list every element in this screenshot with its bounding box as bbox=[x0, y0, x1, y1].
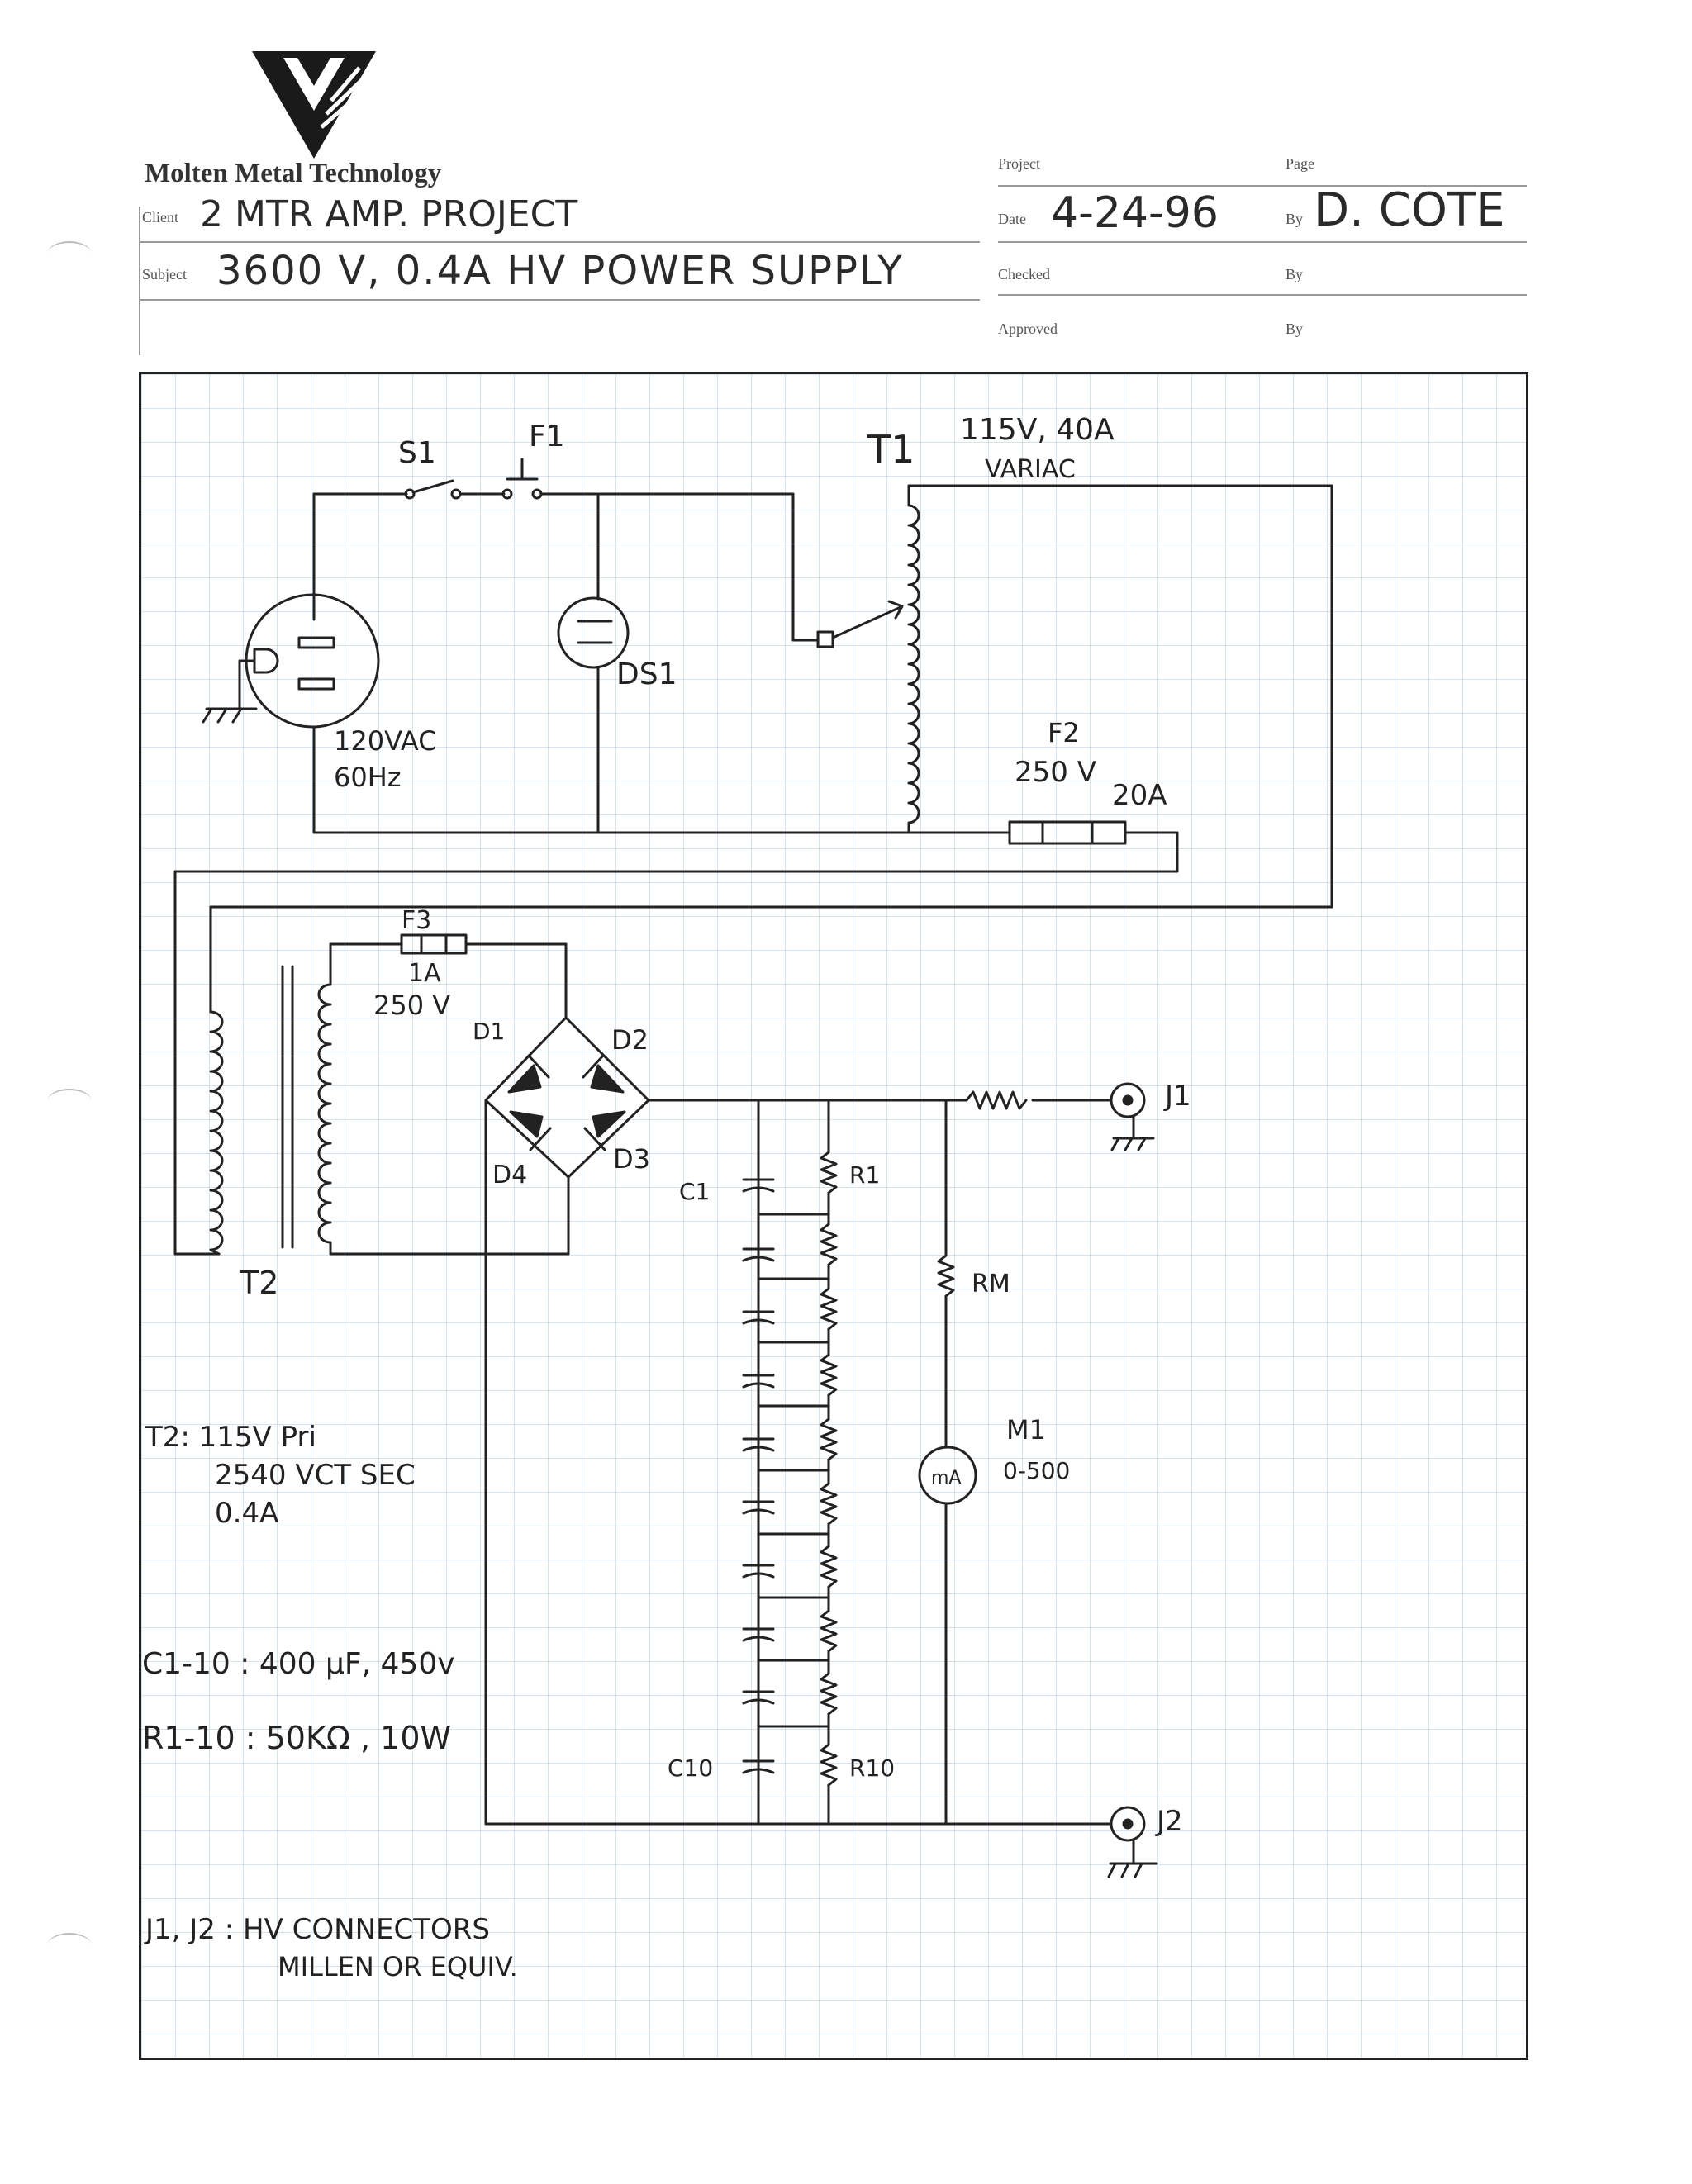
label-t1: T1 bbox=[867, 427, 915, 472]
s1-switch-blade bbox=[411, 479, 454, 494]
label-d1: D1 bbox=[473, 1018, 505, 1045]
d2-diode bbox=[590, 1064, 625, 1094]
subject-value: 3600 V, 0.4A HV POWER SUPPLY bbox=[216, 248, 904, 294]
subject-label: Subject bbox=[142, 266, 187, 282]
project-label: Project bbox=[998, 155, 1040, 172]
checked-label: Checked bbox=[998, 266, 1050, 282]
label-r10: R10 bbox=[849, 1754, 895, 1782]
label-f1: F1 bbox=[529, 420, 565, 453]
date-value: 4-24-96 bbox=[1051, 188, 1219, 238]
t2-secondary-winding bbox=[317, 983, 332, 1244]
note-capacitors: C1-10 : 400 µF, 450v bbox=[142, 1647, 455, 1681]
note-t2-secondary: 2540 VCT SEC bbox=[215, 1459, 416, 1492]
label-m1-range: 0-500 bbox=[1003, 1457, 1070, 1484]
d3-diode bbox=[592, 1110, 626, 1138]
output-resistor bbox=[965, 1090, 1028, 1110]
approved-by-label: By bbox=[1286, 320, 1304, 337]
note-t2-current: 0.4A bbox=[215, 1497, 279, 1530]
label-meter-unit: mA bbox=[931, 1468, 961, 1488]
label-rm: RM bbox=[972, 1270, 1010, 1299]
f1-contact-left bbox=[501, 488, 513, 500]
resistor-stack bbox=[820, 1099, 838, 1826]
label-s1: S1 bbox=[398, 436, 436, 470]
bridge-rectifier bbox=[484, 1016, 650, 1179]
receptacle-slot-top bbox=[297, 636, 335, 649]
note-resistors: R1-10 : 50KΩ , 10W bbox=[142, 1720, 452, 1756]
d4-diode bbox=[509, 1110, 544, 1138]
m1-meter bbox=[918, 1446, 977, 1505]
f2-fuse bbox=[1008, 820, 1127, 845]
mains-receptacle bbox=[245, 593, 380, 729]
label-d4: D4 bbox=[492, 1161, 527, 1189]
label-j2: J2 bbox=[1155, 1805, 1183, 1838]
t1-variac-winding bbox=[907, 484, 920, 834]
f3-fuse bbox=[400, 933, 468, 955]
label-f3-current: 1A bbox=[408, 959, 441, 988]
by-label: By bbox=[1286, 211, 1304, 227]
client-label: Client bbox=[142, 209, 178, 226]
label-r1: R1 bbox=[849, 1161, 880, 1189]
t2-primary-winding bbox=[209, 1010, 224, 1256]
note-t2-primary: T2: 115V Pri bbox=[145, 1421, 316, 1454]
capacitor-stack bbox=[742, 1099, 775, 1826]
client-value: 2 MTR AMP. PROJECT bbox=[200, 193, 578, 235]
j1-connector bbox=[1110, 1082, 1146, 1118]
company-name: Molten Metal Technology bbox=[145, 159, 442, 188]
date-label: Date bbox=[998, 211, 1026, 227]
note-connectors-type: MILLEN OR EQUIV. bbox=[278, 1951, 518, 1982]
label-f2-voltage: 250 V bbox=[1015, 756, 1096, 789]
variac-wiper-arm bbox=[831, 605, 902, 639]
label-f3: F3 bbox=[402, 906, 431, 935]
company-logo bbox=[252, 51, 376, 159]
note-connectors: J1, J2 : HV CONNECTORS bbox=[145, 1913, 490, 1946]
label-f2: F2 bbox=[1048, 717, 1080, 748]
rm-multiplier-resistor bbox=[937, 1254, 955, 1298]
label-mains-voltage: 120VAC bbox=[334, 725, 437, 757]
d1-diode bbox=[507, 1064, 542, 1094]
receptacle-slot-bottom bbox=[297, 677, 335, 691]
ds1-pilot-lamp bbox=[557, 596, 630, 669]
label-t1-variac: VARIAC bbox=[985, 455, 1076, 484]
receptacle-ground-pin bbox=[253, 648, 279, 674]
label-j1: J1 bbox=[1163, 1080, 1191, 1113]
page-label: Page bbox=[1286, 155, 1314, 172]
by-value: D. COTE bbox=[1314, 183, 1505, 237]
label-c10: C10 bbox=[668, 1754, 713, 1782]
label-t1-spec: 115V, 40A bbox=[960, 413, 1115, 447]
label-c1: C1 bbox=[679, 1178, 710, 1205]
s1-contact-left bbox=[404, 488, 416, 500]
j2-connector bbox=[1110, 1806, 1146, 1842]
cap-resistor-links bbox=[757, 1213, 830, 1728]
approved-label: Approved bbox=[998, 320, 1058, 337]
label-f2-current: 20A bbox=[1112, 779, 1167, 812]
label-d3: D3 bbox=[613, 1143, 650, 1175]
label-mains-freq: 60Hz bbox=[334, 762, 402, 793]
label-d2: D2 bbox=[611, 1024, 649, 1056]
label-f3-voltage: 250 V bbox=[373, 990, 450, 1021]
label-m1: M1 bbox=[1006, 1414, 1046, 1446]
label-t2: T2 bbox=[239, 1265, 278, 1301]
label-ds1: DS1 bbox=[616, 658, 677, 691]
variac-wiper-terminal bbox=[816, 630, 834, 648]
checked-by-label: By bbox=[1286, 266, 1304, 282]
